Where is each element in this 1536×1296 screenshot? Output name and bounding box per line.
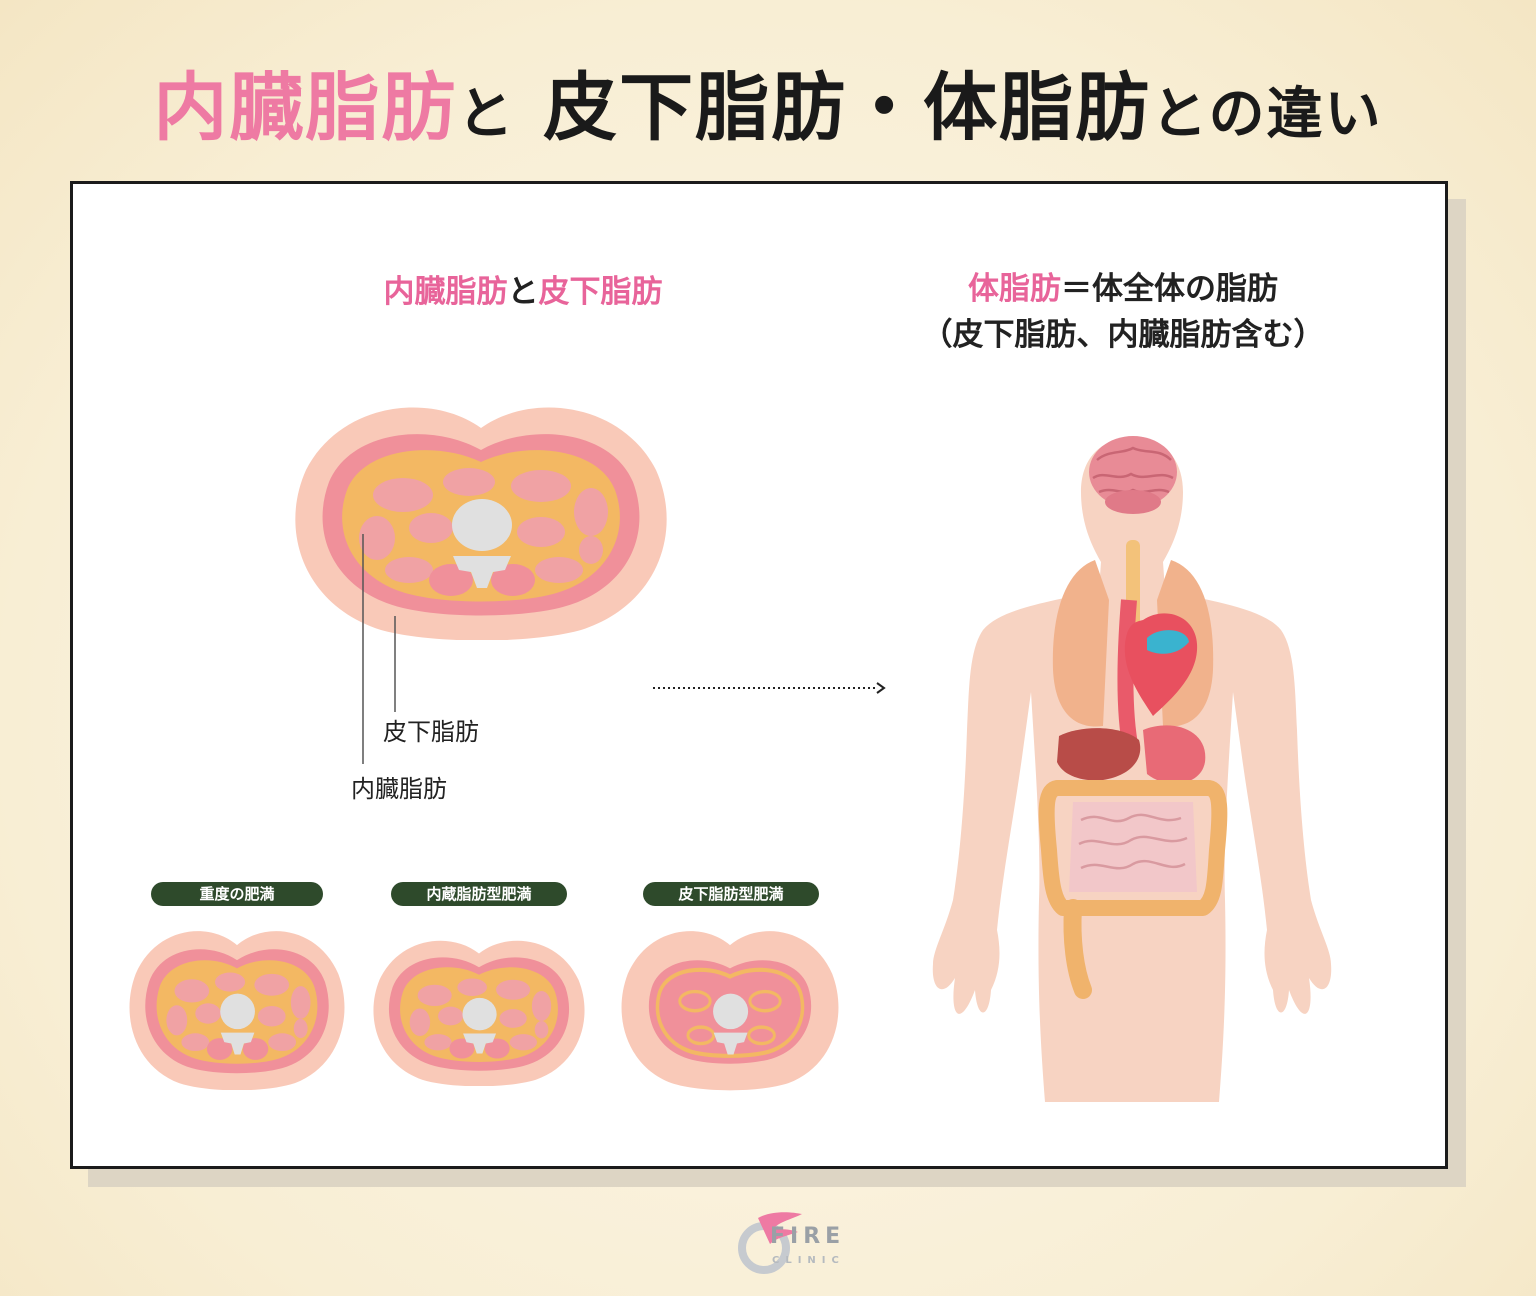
label-subcutaneous-fat: 皮下脂肪 [383, 718, 479, 746]
pill-severe-obesity: 重度の肥満 [151, 882, 323, 906]
cross-section-severe-obesity [129, 931, 345, 1090]
left-heading: 内臓脂肪と皮下脂肪 [233, 266, 813, 311]
right-heading-line1: 体脂肪＝体全体の脂肪 [843, 266, 1403, 312]
pill-visceral-obesity: 内蔵脂肪型肥満 [391, 882, 567, 906]
fire-clinic-logo [738, 1212, 802, 1274]
label-visceral-fat: 内臓脂肪 [351, 775, 447, 803]
title-part-subcutaneous-body: 皮下脂肪・体脂肪 [543, 65, 1152, 151]
right-heading: 体脂肪＝体全体の脂肪 （皮下脂肪、内臓脂肪含む） [843, 266, 1403, 358]
logo-name: FIRE [770, 1224, 846, 1249]
diagram-panel: 内臓脂肪と皮下脂肪 体脂肪＝体全体の脂肪 （皮下脂肪、内臓脂肪含む） [70, 181, 1448, 1169]
cross-section-subcutaneous-obesity [621, 931, 839, 1091]
right-heading-definition: ＝体全体の脂肪 [1061, 271, 1278, 307]
human-body-illustration [932, 436, 1332, 1102]
title-part-to: と [457, 81, 516, 147]
left-heading-to: と [507, 274, 539, 310]
pointer-lines [362, 534, 396, 764]
title-part-difference: との違い [1151, 81, 1383, 147]
right-heading-body-fat: 体脂肪 [968, 271, 1061, 307]
cross-section-visceral-obesity [373, 940, 585, 1086]
page-title: 内臓脂肪と 皮下脂肪・体脂肪との違い [0, 48, 1536, 155]
left-heading-subcutaneous: 皮下脂肪 [538, 274, 663, 310]
dotted-arrow [653, 682, 886, 694]
left-heading-visceral: 内臓脂肪 [383, 274, 508, 310]
logo-sub: CLINIC [772, 1255, 845, 1266]
pill-subcutaneous-obesity: 皮下脂肪型肥満 [643, 882, 819, 906]
right-heading-line2: （皮下脂肪、内臓脂肪含む） [921, 317, 1325, 353]
title-part-visceral: 内臓脂肪 [153, 65, 458, 151]
